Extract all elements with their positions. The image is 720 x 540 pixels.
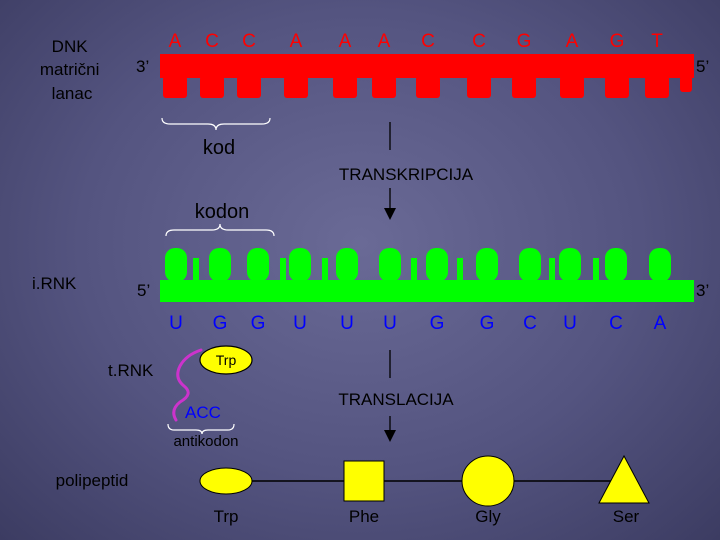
mrna-base: A [654, 313, 667, 334]
mrna-connector [280, 258, 286, 282]
dna-base: G [517, 31, 532, 52]
dna-base: A [566, 31, 579, 52]
dna-base: A [290, 31, 303, 52]
mrna-base: U [293, 313, 307, 334]
dna-tooth [416, 76, 440, 98]
dna-tooth [605, 76, 629, 98]
dna-base: A [169, 31, 182, 52]
translation-label: TRANSLACIJA [338, 390, 454, 409]
dna-tooth [467, 76, 491, 98]
mrna-base: G [480, 313, 495, 334]
mrna-tooth [649, 248, 671, 282]
mrna-tooth [605, 248, 627, 282]
kod-brace [161, 117, 271, 131]
mrna-connector [322, 258, 328, 282]
dna-backbone [160, 54, 694, 78]
dna-tooth [163, 76, 187, 98]
mrna-base: G [213, 313, 228, 334]
mrna-end-left: 5’ [137, 281, 150, 300]
mrna-strand-label: i.RNK [32, 274, 77, 293]
amino-acid-label-trp: Trp [214, 507, 239, 526]
dna-base: G [610, 31, 625, 52]
mrna-backbone [160, 280, 694, 302]
dna-base: C [205, 31, 219, 52]
amino-acid-label-gly: Gly [475, 507, 501, 526]
mrna-tooth [519, 248, 541, 282]
dna-tooth [512, 76, 536, 98]
amino-acid-phe [343, 460, 385, 502]
dna-tooth [372, 76, 396, 98]
amino-acid-label-phe: Phe [349, 507, 379, 526]
dna-strand-label: DNK matrični lanac [40, 37, 104, 103]
mrna-connector [593, 258, 599, 282]
mrna-tooth [336, 248, 358, 282]
dna-tooth [560, 76, 584, 98]
mrna-end-right: 3’ [696, 281, 709, 300]
transcription-label: TRANSKRIPCIJA [339, 165, 474, 184]
amino-acid-gly [461, 455, 515, 507]
dna-base: C [421, 31, 435, 52]
amino-acid-trp [199, 467, 253, 495]
amino-acid-label-ser: Ser [613, 507, 640, 526]
mrna-base: U [169, 313, 183, 334]
mrna-tooth [426, 248, 448, 282]
dna-tooth [645, 76, 669, 98]
mrna-tooth [559, 248, 581, 282]
kod-label: kod [203, 137, 235, 159]
mrna-tooth [165, 248, 187, 282]
transcription-arrow-head [384, 208, 396, 220]
mrna-connector [411, 258, 417, 282]
mrna-base: U [563, 313, 577, 334]
dna-end-left: 3’ [136, 57, 149, 76]
mrna-tooth [379, 248, 401, 282]
mrna-base: C [609, 313, 623, 334]
mrna-tooth [289, 248, 311, 282]
mrna-strand [160, 248, 694, 302]
dna-base: C [242, 31, 256, 52]
dna-tooth [284, 76, 308, 98]
dna-base: A [378, 31, 391, 52]
kodon-brace [165, 223, 275, 237]
dna-base: A [339, 31, 352, 52]
antikodon-label: antikodon [173, 433, 238, 450]
mrna-tooth [247, 248, 269, 282]
anticodon-bases: ACC [185, 403, 221, 422]
mrna-tooth [209, 248, 231, 282]
polypeptide-label: polipeptid [56, 471, 129, 490]
mrna-base: G [251, 313, 266, 334]
dna-base: T [651, 31, 663, 52]
mrna-base: U [340, 313, 354, 334]
trna-molecule [172, 348, 203, 422]
mrna-base: U [383, 313, 397, 334]
mrna-base: G [430, 313, 445, 334]
trna-label: t.RNK [108, 361, 154, 380]
trna-amino-acid-label: Trp [216, 352, 237, 368]
mrna-connector [193, 258, 199, 282]
antikodon-brace [167, 423, 235, 435]
dna-tooth [333, 76, 357, 98]
translation-arrow-head [384, 430, 396, 442]
mrna-tooth [476, 248, 498, 282]
dna-base: C [472, 31, 486, 52]
trna-amino-acid [199, 345, 253, 375]
dna-tooth [200, 76, 224, 98]
mrna-connector [549, 258, 555, 282]
dna-tooth [237, 76, 261, 98]
amino-acid-ser [598, 454, 650, 504]
dna-tooth-end [680, 76, 692, 92]
mrna-base: C [523, 313, 537, 334]
mrna-connector [457, 258, 463, 282]
kodon-label: kodon [195, 201, 250, 223]
dna-end-right: 5’ [696, 57, 709, 76]
dna-strand [160, 54, 694, 98]
